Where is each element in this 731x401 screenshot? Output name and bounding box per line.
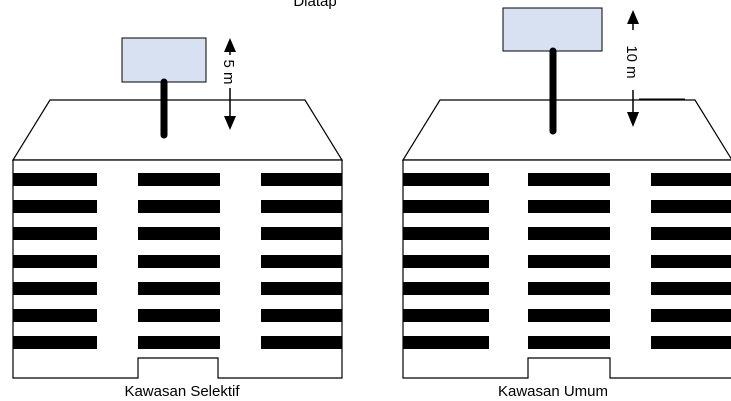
window-stripe (528, 336, 610, 349)
window-stripe (651, 255, 731, 268)
window-stripe (138, 282, 220, 295)
arrow-up-icon (224, 38, 236, 52)
building-caption: Kawasan Umum (498, 383, 608, 400)
window-stripe (13, 309, 97, 322)
window-stripe (651, 336, 731, 349)
window-stripe (138, 336, 220, 349)
window-rows (403, 173, 731, 349)
window-stripe (261, 227, 342, 240)
signboard (502, 7, 603, 52)
building-general: 10 m Kawasan Umum (401, 7, 731, 400)
window-stripe (403, 227, 489, 240)
window-stripe (403, 173, 489, 186)
window-stripe (651, 309, 731, 322)
window-stripe (403, 336, 489, 349)
window-stripe (261, 282, 342, 295)
window-stripe (13, 200, 97, 213)
window-stripe (261, 336, 342, 349)
window-stripe (13, 336, 97, 349)
window-stripe (13, 173, 97, 186)
window-stripe (138, 227, 220, 240)
window-stripe (651, 200, 731, 213)
window-stripe (528, 255, 610, 268)
window-stripe (651, 282, 731, 295)
window-stripe (528, 200, 610, 213)
signboard (121, 37, 207, 83)
height-label: 10 m (623, 45, 640, 78)
window-stripe (528, 282, 610, 295)
window-stripe (528, 173, 610, 186)
height-label: 5 m (220, 59, 237, 84)
window-stripe (528, 309, 610, 322)
window-stripe (13, 282, 97, 295)
window-stripe (138, 173, 220, 186)
window-stripe (651, 173, 731, 186)
window-stripe (261, 309, 342, 322)
building-body (402, 159, 731, 379)
arrow-down-icon (224, 116, 236, 130)
height-dimension: 10 m (623, 10, 685, 127)
building-selective: 5 m Kawasan Selektif (11, 37, 344, 400)
diagram-title: Diatap (293, 0, 336, 10)
height-dimension: 5 m (220, 38, 276, 130)
window-stripe (13, 227, 97, 240)
window-stripe (261, 200, 342, 213)
arrow-down-icon (627, 112, 639, 127)
window-stripe (261, 173, 342, 186)
window-stripe (528, 227, 610, 240)
window-stripe (138, 309, 220, 322)
window-stripe (138, 255, 220, 268)
building-caption: Kawasan Selektif (124, 383, 240, 400)
window-stripe (403, 282, 489, 295)
window-stripe (13, 255, 97, 268)
roof (11, 99, 344, 161)
window-stripe (403, 255, 489, 268)
window-stripe (403, 200, 489, 213)
window-stripe (261, 255, 342, 268)
roof (401, 99, 731, 161)
window-stripe (403, 309, 489, 322)
arrow-up-icon (627, 10, 639, 24)
window-rows (13, 173, 342, 349)
window-stripe (651, 227, 731, 240)
window-stripe (138, 200, 220, 213)
